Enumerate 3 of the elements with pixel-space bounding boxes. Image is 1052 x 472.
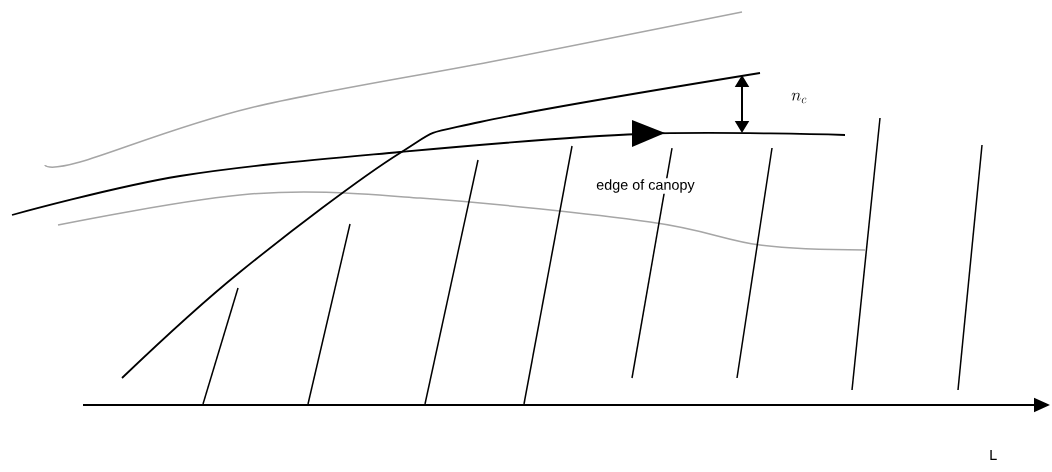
axis-label: L xyxy=(990,450,997,460)
canopy-label: edge of canopy xyxy=(595,178,696,194)
dimension-label: $n_c$ xyxy=(791,92,807,104)
